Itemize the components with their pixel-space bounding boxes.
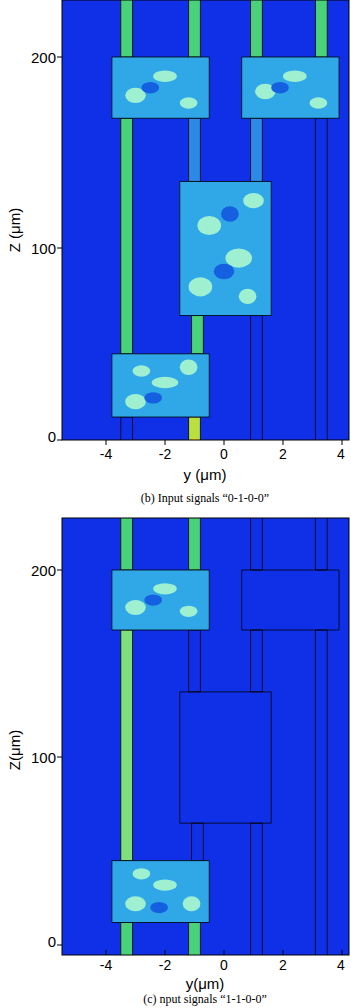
tick-label: -2 — [159, 958, 171, 972]
tick-label: 0 — [220, 447, 228, 461]
plot-frame — [62, 0, 349, 440]
tick-label: 200 — [31, 50, 56, 65]
tick-label: 100 — [31, 750, 56, 765]
tick-label: -4 — [100, 958, 112, 972]
plot-ground — [62, 0, 349, 440]
tick-label: 0 — [48, 934, 56, 949]
axis-title: Z(μm) — [7, 730, 22, 770]
tick-label: 0 — [220, 958, 228, 972]
tick-label: -2 — [159, 447, 171, 461]
tick-label: -4 — [100, 447, 112, 461]
plot-frame — [62, 518, 349, 955]
axis-title: Z (μm) — [7, 208, 22, 252]
axis-title: y (μm) — [184, 467, 227, 482]
axis-title: y(μm) — [186, 976, 225, 991]
axis-ticks — [57, 570, 342, 955]
tick-label: 2 — [279, 447, 287, 461]
tick-label: 0 — [48, 429, 56, 444]
caption: (c) nput signals “1-1-0-0” — [143, 993, 267, 1005]
plot-ground — [62, 518, 349, 955]
waveguide-structure — [112, 0, 339, 440]
tick-label: 2 — [279, 958, 287, 972]
tick-label: 4 — [337, 447, 345, 461]
waveguide-structure — [112, 518, 339, 955]
tick-label: 200 — [31, 563, 56, 578]
caption: (b) Input signals “0-1-0-0” — [141, 492, 269, 504]
tick-label: 4 — [337, 958, 345, 972]
axis-ticks — [57, 57, 342, 445]
tick-label: 100 — [31, 241, 56, 256]
